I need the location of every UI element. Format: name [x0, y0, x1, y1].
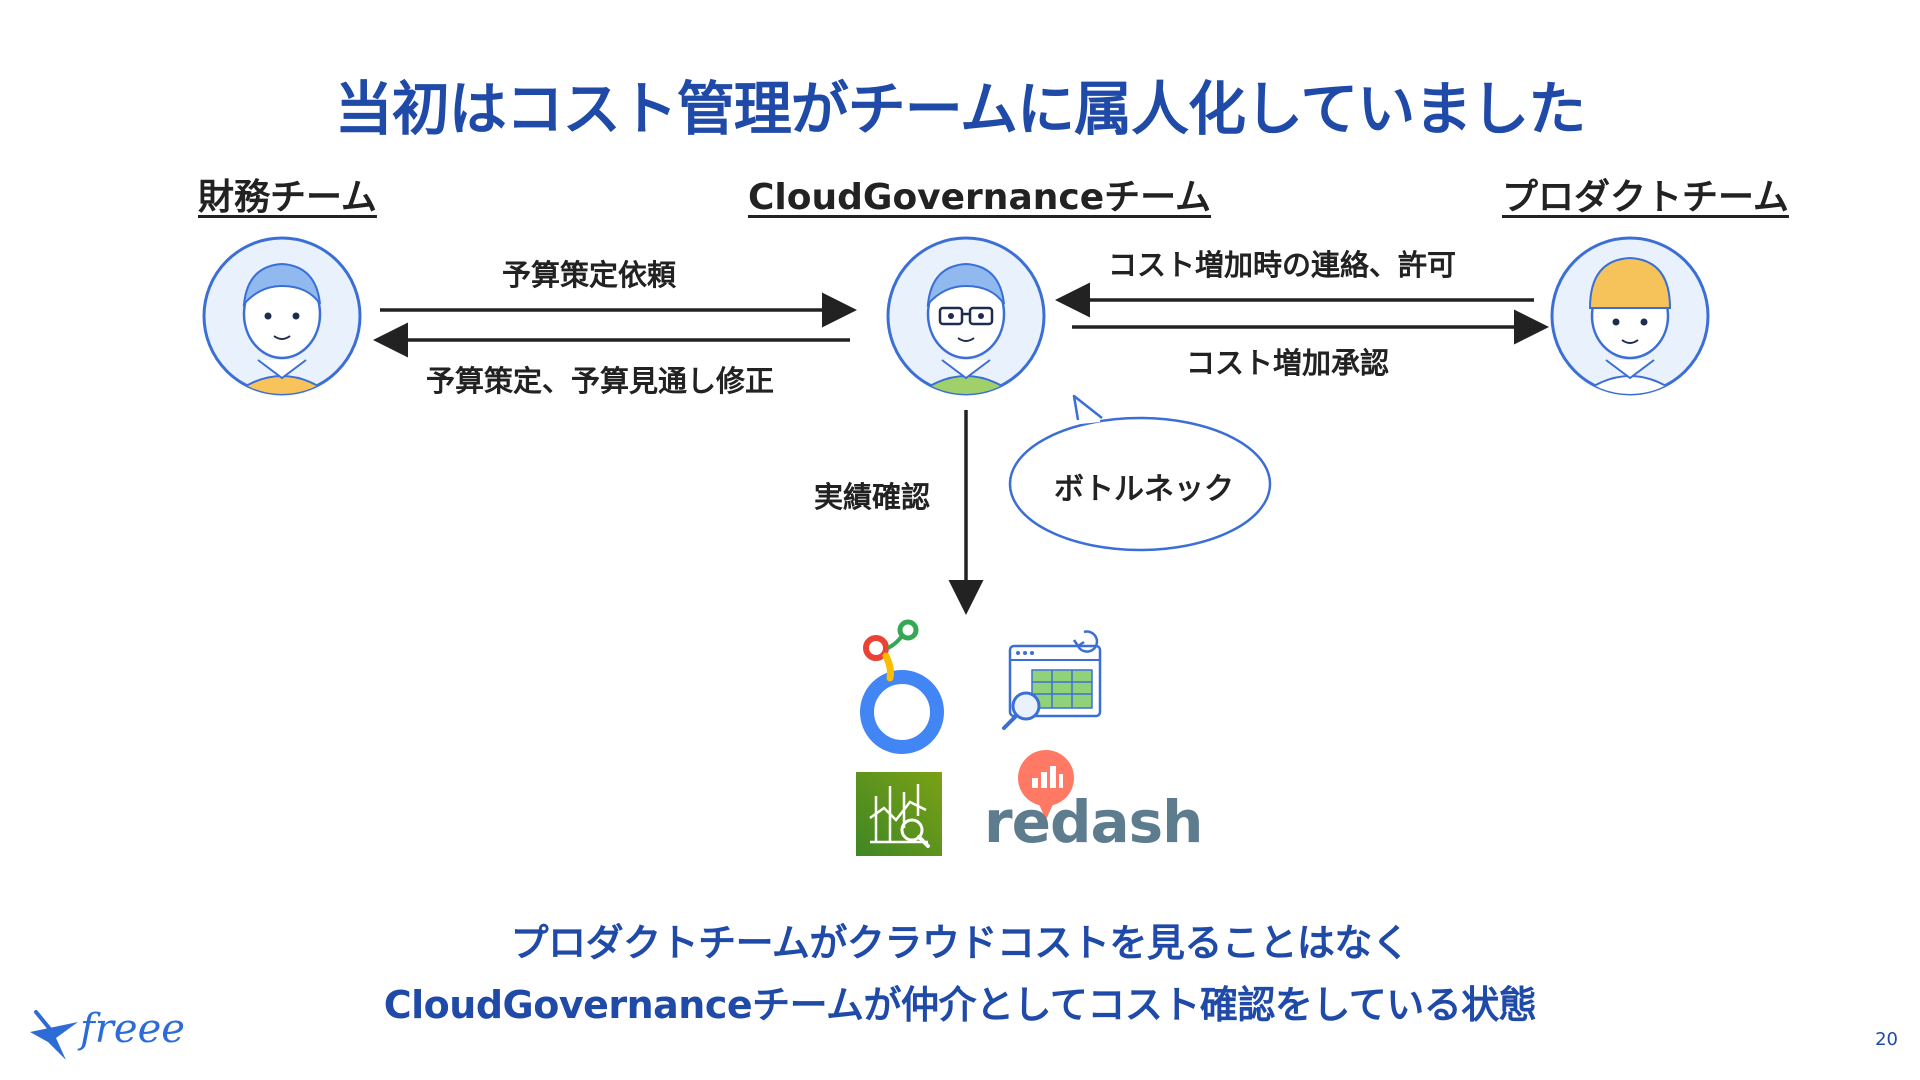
product-avatar-icon: [1550, 236, 1710, 396]
conclusion-line-1: プロダクトチームがクラウドコストを見ることはなく: [510, 921, 1410, 965]
speech-bubble-icon: [1008, 394, 1272, 552]
product-team-label: プロダクトチーム: [1502, 177, 1789, 218]
conclusion-line-2: CloudGovernanceチームが仲介としてコスト確認をしている状態: [383, 983, 1537, 1027]
bottleneck-label: ボトルネック: [1054, 472, 1234, 507]
page-number: 20: [1875, 1029, 1898, 1050]
edge-label-cg-to-tools: 実績確認: [814, 480, 931, 514]
looker-studio-logo-icon: [860, 619, 944, 754]
freee-wordmark: freee: [80, 1006, 185, 1052]
finance-team-label: 財務チーム: [198, 177, 377, 218]
redash-logo-icon: [1018, 750, 1074, 820]
quicksight-logo-icon: [856, 772, 942, 856]
finance-avatar-icon: [202, 236, 362, 396]
cloud-governance-avatar-icon: [886, 236, 1046, 396]
freee-bird-logo-icon: [30, 1010, 78, 1060]
edge-label-cg-to-finance: 予算策定、予算見通し修正: [426, 364, 775, 398]
spreadsheet-search-icon: [1002, 630, 1102, 730]
cloud-governance-team-label: CloudGovernanceチーム: [748, 177, 1212, 218]
edge-label-cg-to-product: コスト増加承認: [1186, 346, 1390, 380]
edge-label-finance-to-cg: 予算策定依頼: [502, 258, 677, 292]
redash-wordmark: redash: [984, 788, 1203, 856]
page-title: 当初はコスト管理がチームに属人化していました: [334, 75, 1587, 143]
edge-label-product-to-cg: コスト増加時の連絡、許可: [1108, 248, 1457, 282]
